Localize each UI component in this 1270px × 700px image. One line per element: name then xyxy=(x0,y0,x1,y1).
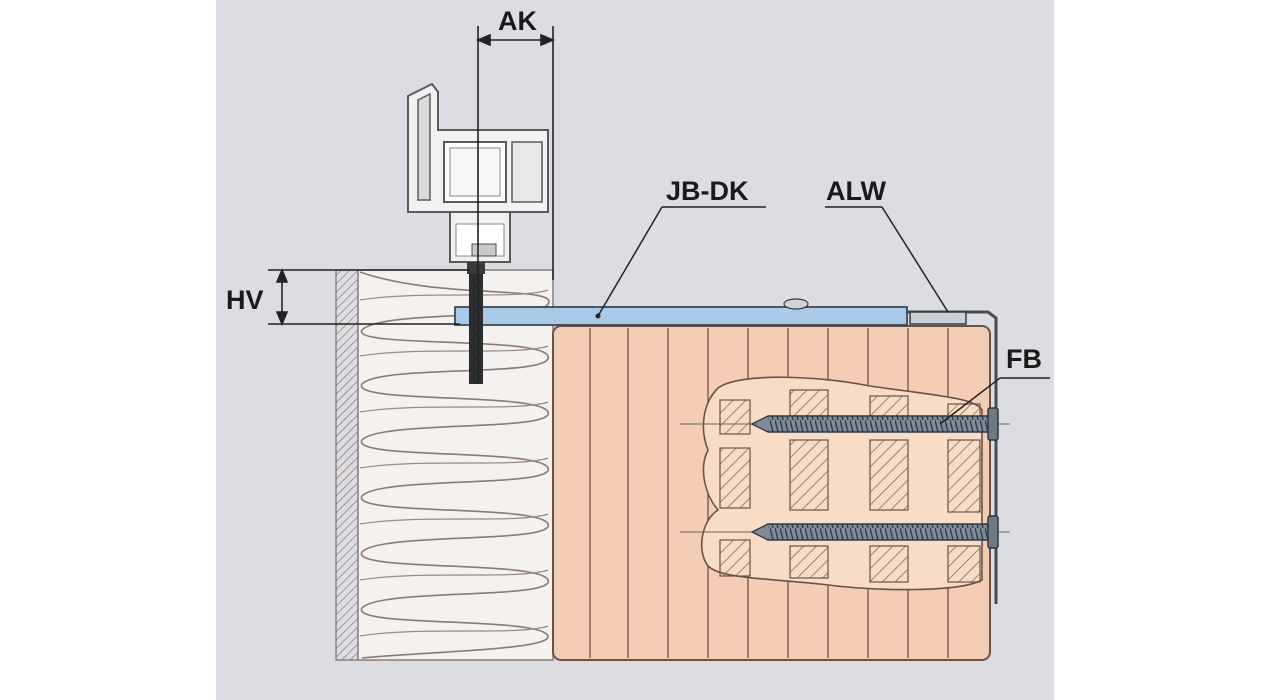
wall-hatch xyxy=(335,269,359,661)
label-alw: ALW xyxy=(826,176,887,206)
angle-bracket xyxy=(905,310,998,604)
insulation xyxy=(357,269,554,661)
wooden-frame xyxy=(552,325,991,661)
label-jb-dk: JB-DK xyxy=(666,176,749,206)
label-hv: HV xyxy=(226,285,264,315)
hv-dimension xyxy=(268,267,470,327)
ak-dimension xyxy=(475,26,556,384)
frame-screw-top xyxy=(680,407,1010,441)
label-fb: FB xyxy=(1006,344,1042,374)
anchor-bolt xyxy=(467,262,485,384)
label-ak: AK xyxy=(498,6,537,36)
jb-dk-plate xyxy=(454,298,908,326)
leader-lines xyxy=(597,206,1050,425)
frame-screw-bottom xyxy=(680,515,1010,549)
